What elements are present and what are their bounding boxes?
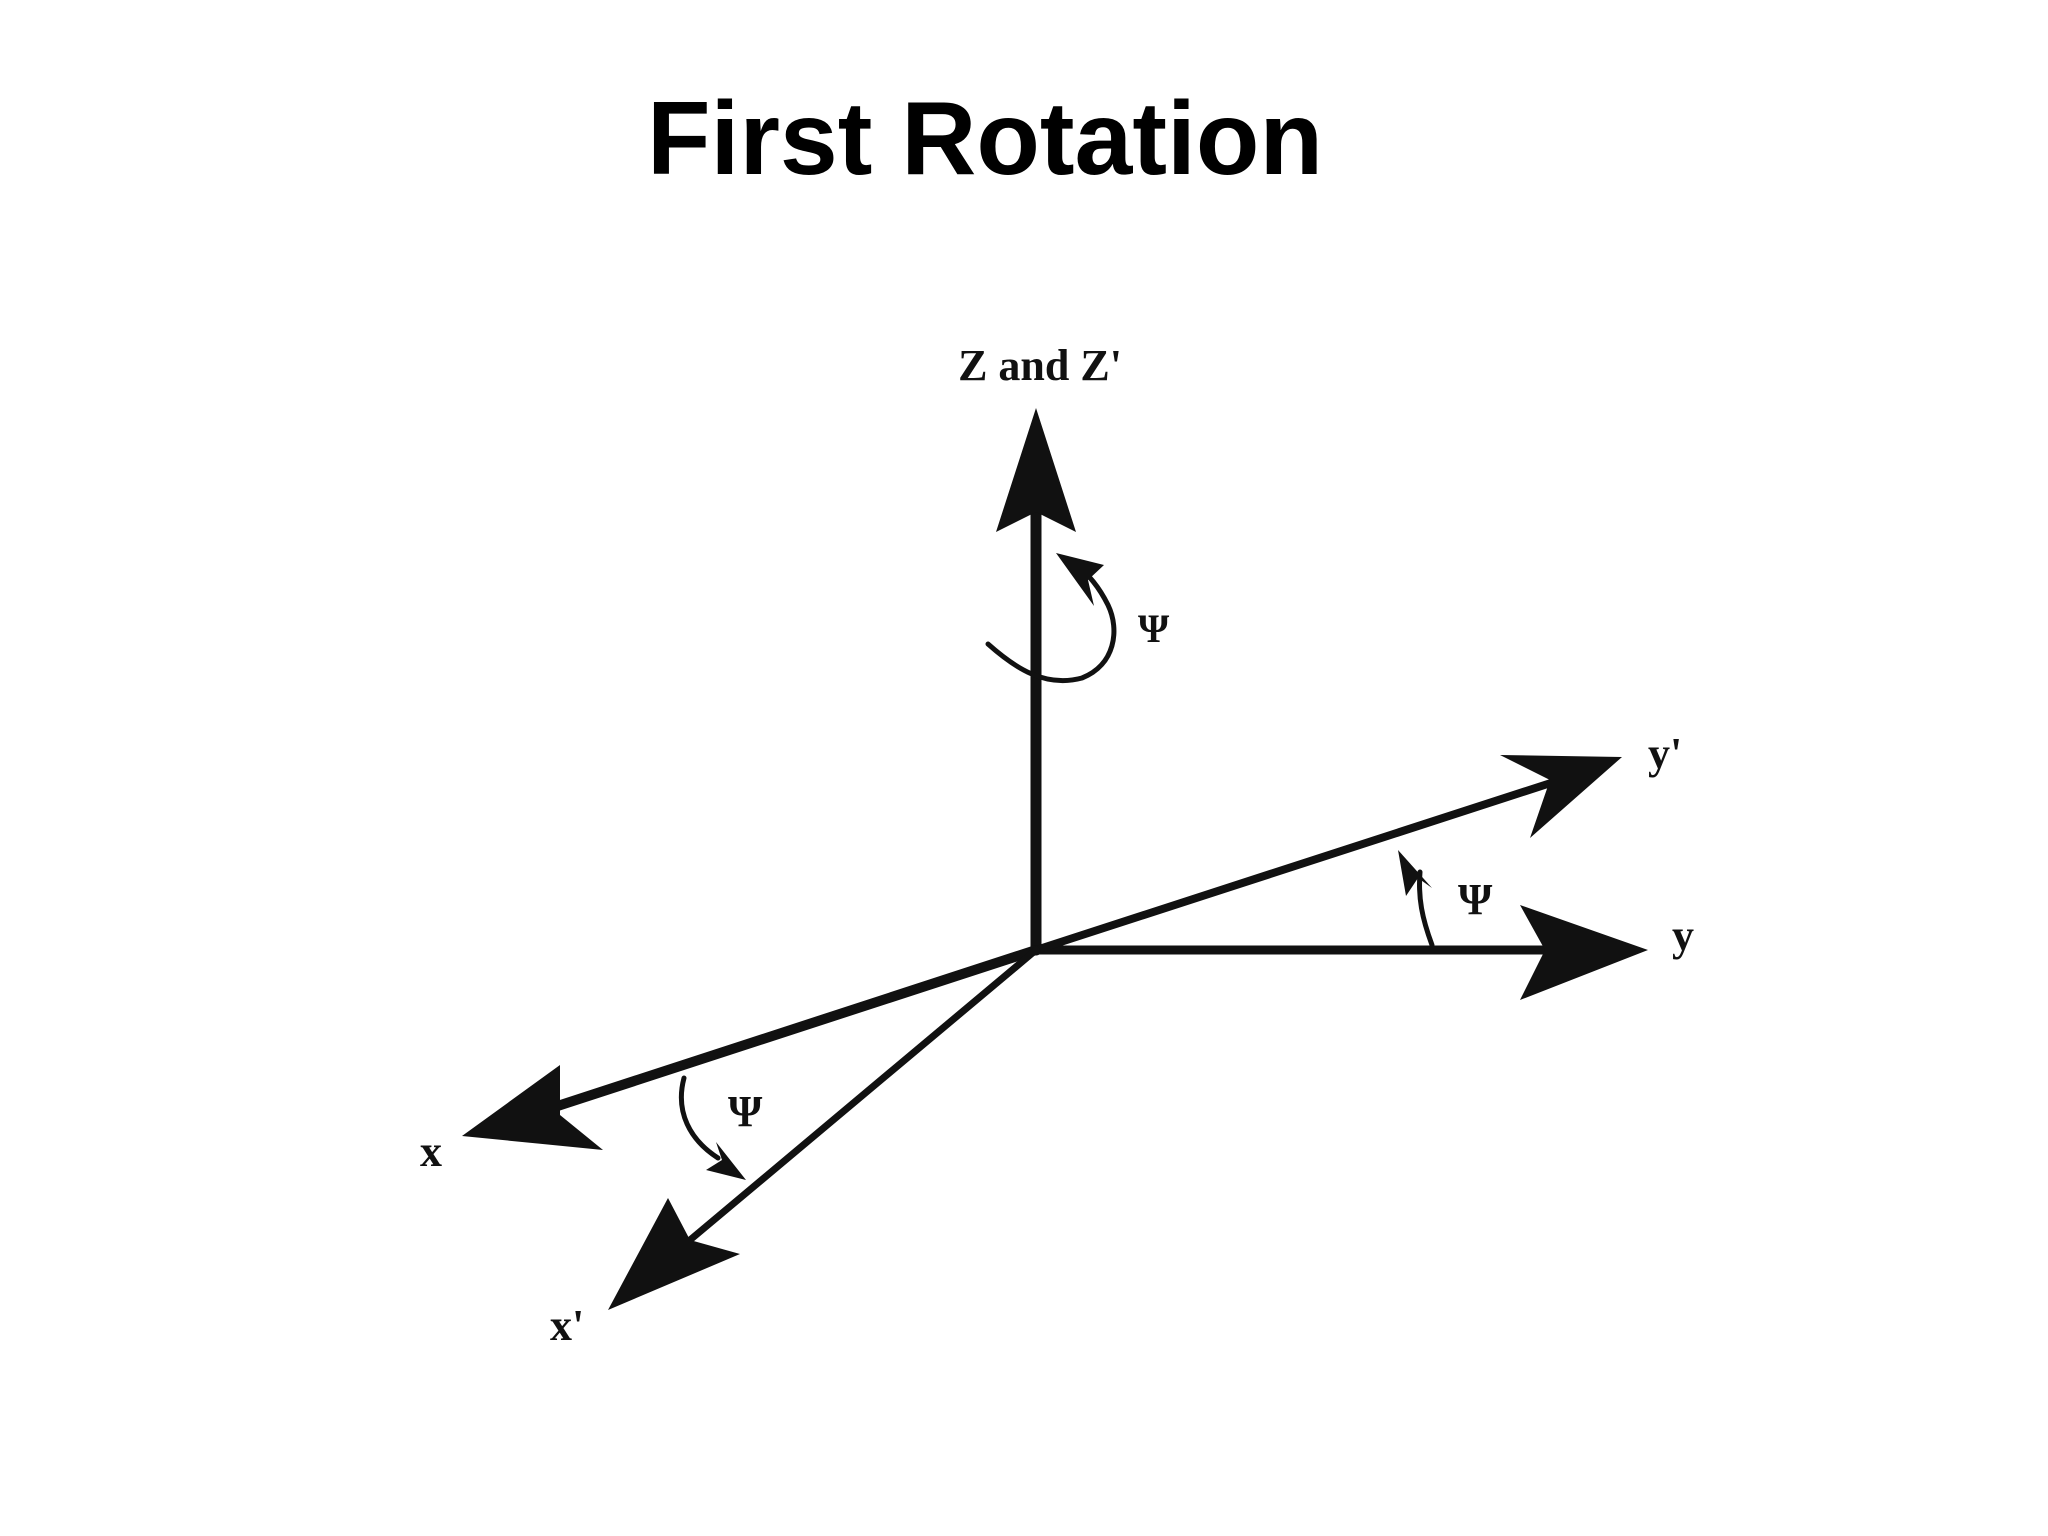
x-prime-axis-line xyxy=(686,946,1040,1244)
x-prime-axis-arrowhead xyxy=(608,1198,740,1310)
x-rotation-arrowhead xyxy=(706,1142,746,1180)
z-rotation-arc xyxy=(985,565,1117,684)
x-axis-arrowhead xyxy=(462,1065,603,1150)
x-rotation-arc xyxy=(678,1075,721,1161)
z-axis-arrowhead xyxy=(996,408,1076,532)
y-prime-axis-line xyxy=(1032,776,1564,954)
x-axis-label: x xyxy=(420,1127,442,1176)
x-angle-psi-label: Ψ xyxy=(728,1087,763,1136)
y-rotation-arrowhead xyxy=(1398,850,1432,896)
z-axis-label: Z and Z' xyxy=(958,341,1122,390)
x-prime-axis-label: x' xyxy=(550,1301,584,1350)
y-angle-psi-label: Ψ xyxy=(1458,875,1493,924)
slide-title: First Rotation xyxy=(647,81,1323,197)
y-prime-axis-label: y' xyxy=(1648,729,1682,778)
y-axis-arrowhead xyxy=(1520,905,1648,1000)
x-axis-line xyxy=(525,945,1041,1120)
y-prime-axis-arrowhead xyxy=(1500,755,1622,838)
z-rotation-arrowhead xyxy=(1056,553,1104,606)
z-angle-psi-label: Ψ xyxy=(1138,606,1170,651)
y-axis-label: y xyxy=(1672,911,1694,960)
